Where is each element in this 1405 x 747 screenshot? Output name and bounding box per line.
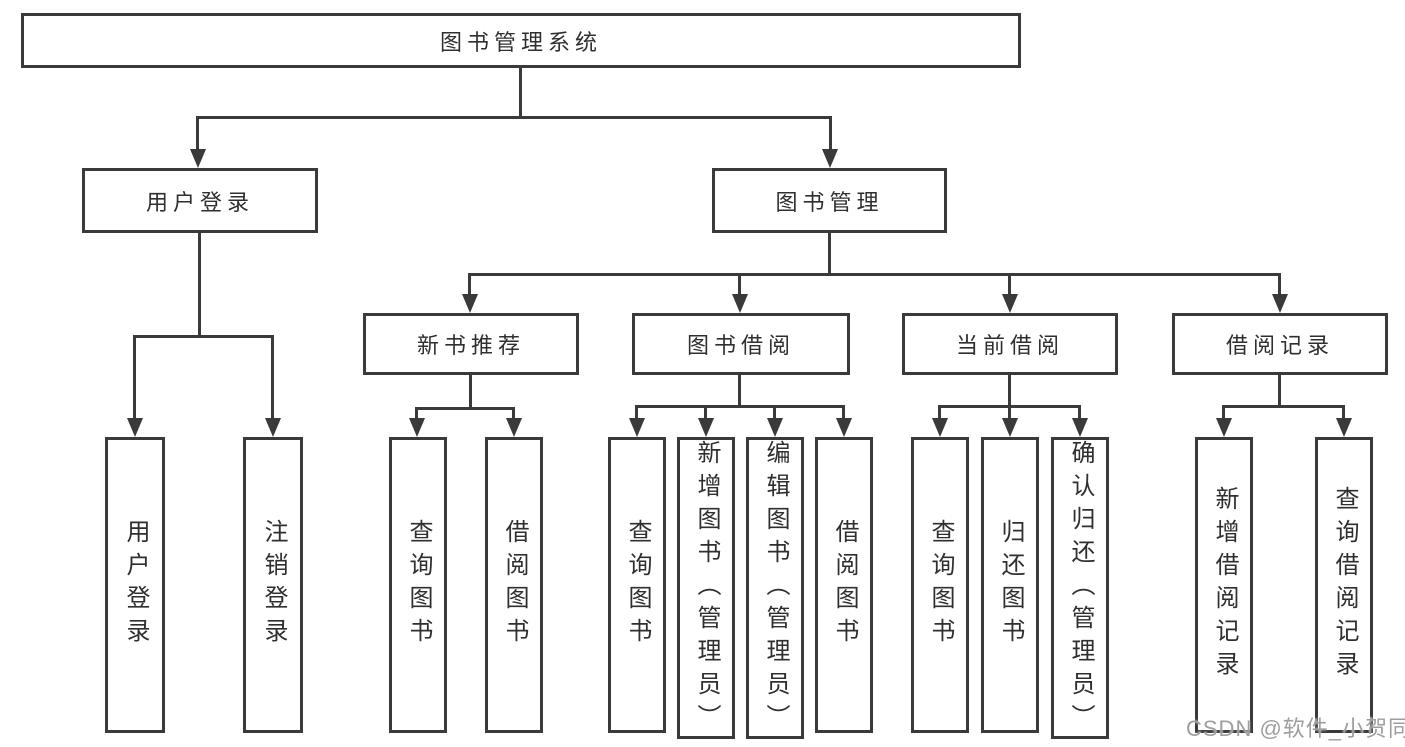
connector-drop xyxy=(196,116,199,152)
connector-stem xyxy=(828,233,831,275)
arrowhead-icon xyxy=(767,418,783,437)
leaf-label: 新增图书（管理员） xyxy=(693,440,720,737)
node-label: 新书推荐 xyxy=(416,333,525,358)
connector-drop xyxy=(938,405,941,421)
connector-drop xyxy=(1342,405,1345,421)
connector-stem xyxy=(738,375,741,407)
leaf-label: 编辑图书（管理员） xyxy=(762,440,789,737)
connector-drop xyxy=(842,405,845,421)
connector-bar xyxy=(468,273,1281,276)
connector-bar xyxy=(415,407,515,410)
node-borrow-record: 借阅记录 xyxy=(1172,313,1388,375)
connector-drop xyxy=(415,407,418,421)
leaf-query-books: 查询图书 xyxy=(911,437,969,733)
node-book-borrow: 图书借阅 xyxy=(632,313,850,375)
node-library-system: 图书管理系统 xyxy=(21,13,1021,68)
connector-drop xyxy=(829,116,832,152)
leaf-edit-books-admin: 编辑图书（管理员） xyxy=(746,437,804,739)
arrowhead-icon xyxy=(127,418,143,437)
csdn-watermark: CSDN @软件_小贺同学 xyxy=(1186,716,1405,741)
connector-bar xyxy=(1222,405,1345,408)
connector-drop xyxy=(738,273,741,297)
node-label: 图书借阅 xyxy=(686,333,795,358)
connector-stem xyxy=(198,233,201,337)
connector-drop xyxy=(635,405,638,421)
connector-drop xyxy=(773,405,776,421)
leaf-label: 归还图书 xyxy=(997,519,1024,651)
arrowhead-icon xyxy=(629,418,645,437)
leaf-label: 查询借阅记录 xyxy=(1331,486,1358,684)
leaf-label: 查询图书 xyxy=(624,519,651,651)
node-label: 图书管理系统 xyxy=(439,29,602,55)
leaf-user-login: 用户登录 xyxy=(105,437,165,733)
connector-drop xyxy=(1008,273,1011,297)
leaf-borrow-books: 借阅图书 xyxy=(485,437,543,733)
arrowhead-icon xyxy=(409,418,425,437)
connector-drop xyxy=(1222,405,1225,421)
arrowhead-icon xyxy=(698,418,714,437)
leaf-label: 用户登录 xyxy=(122,519,149,651)
leaf-label: 确认归还（管理员） xyxy=(1067,440,1094,737)
leaf-query-books: 查询图书 xyxy=(389,437,447,733)
arrowhead-icon xyxy=(822,149,838,168)
node-new-book-recommend: 新书推荐 xyxy=(363,313,579,375)
arrowhead-icon xyxy=(1002,294,1018,313)
arrowhead-icon xyxy=(265,418,281,437)
arrowhead-icon xyxy=(1072,418,1088,437)
leaf-add-borrow-record: 新增借阅记录 xyxy=(1195,437,1253,733)
leaf-borrow-books: 借阅图书 xyxy=(815,437,873,733)
connector-root-bar xyxy=(197,116,832,119)
leaf-query-books: 查询图书 xyxy=(608,437,666,733)
node-current-borrow: 当前借阅 xyxy=(902,313,1118,375)
leaf-label: 查询图书 xyxy=(405,519,432,651)
connector-stem xyxy=(469,375,472,409)
node-user-login: 用户登录 xyxy=(82,168,318,233)
connector-bar xyxy=(133,335,274,338)
node-label: 当前借阅 xyxy=(955,333,1064,358)
leaf-logout: 注销登录 xyxy=(243,437,303,733)
arrowhead-icon xyxy=(1272,294,1288,313)
leaf-label: 注销登录 xyxy=(260,519,287,651)
arrowhead-icon xyxy=(190,149,206,168)
node-label: 图书管理 xyxy=(775,189,884,215)
connector-root-stem xyxy=(519,68,522,118)
leaf-confirm-return-admin: 确认归还（管理员） xyxy=(1051,437,1109,739)
arrowhead-icon xyxy=(1216,418,1232,437)
connector-drop xyxy=(1278,273,1281,297)
connector-bar xyxy=(635,405,845,408)
node-label: 用户登录 xyxy=(145,189,254,215)
connector-drop xyxy=(1078,405,1081,421)
connector-drop xyxy=(468,273,471,297)
connector-drop xyxy=(704,405,707,421)
connector-drop xyxy=(1008,405,1011,421)
arrowhead-icon xyxy=(1336,418,1352,437)
leaf-label: 借阅图书 xyxy=(501,519,528,651)
connector-stem xyxy=(1278,375,1281,407)
leaf-add-books-admin: 新增图书（管理员） xyxy=(677,437,735,739)
arrowhead-icon xyxy=(732,294,748,313)
connector-drop xyxy=(271,335,274,421)
node-book-management: 图书管理 xyxy=(712,168,947,233)
connector-drop xyxy=(133,335,136,421)
node-label: 借阅记录 xyxy=(1225,333,1334,358)
leaf-label: 新增借阅记录 xyxy=(1211,486,1238,684)
connector-stem xyxy=(1008,375,1011,407)
arrowhead-icon xyxy=(836,418,852,437)
leaf-query-borrow-record: 查询借阅记录 xyxy=(1315,437,1373,733)
connector-drop xyxy=(512,407,515,421)
arrowhead-icon xyxy=(506,418,522,437)
leaf-label: 查询图书 xyxy=(927,519,954,651)
leaf-return-books: 归还图书 xyxy=(981,437,1039,733)
arrowhead-icon xyxy=(932,418,948,437)
leaf-label: 借阅图书 xyxy=(831,519,858,651)
arrowhead-icon xyxy=(462,294,478,313)
arrowhead-icon xyxy=(1002,418,1018,437)
